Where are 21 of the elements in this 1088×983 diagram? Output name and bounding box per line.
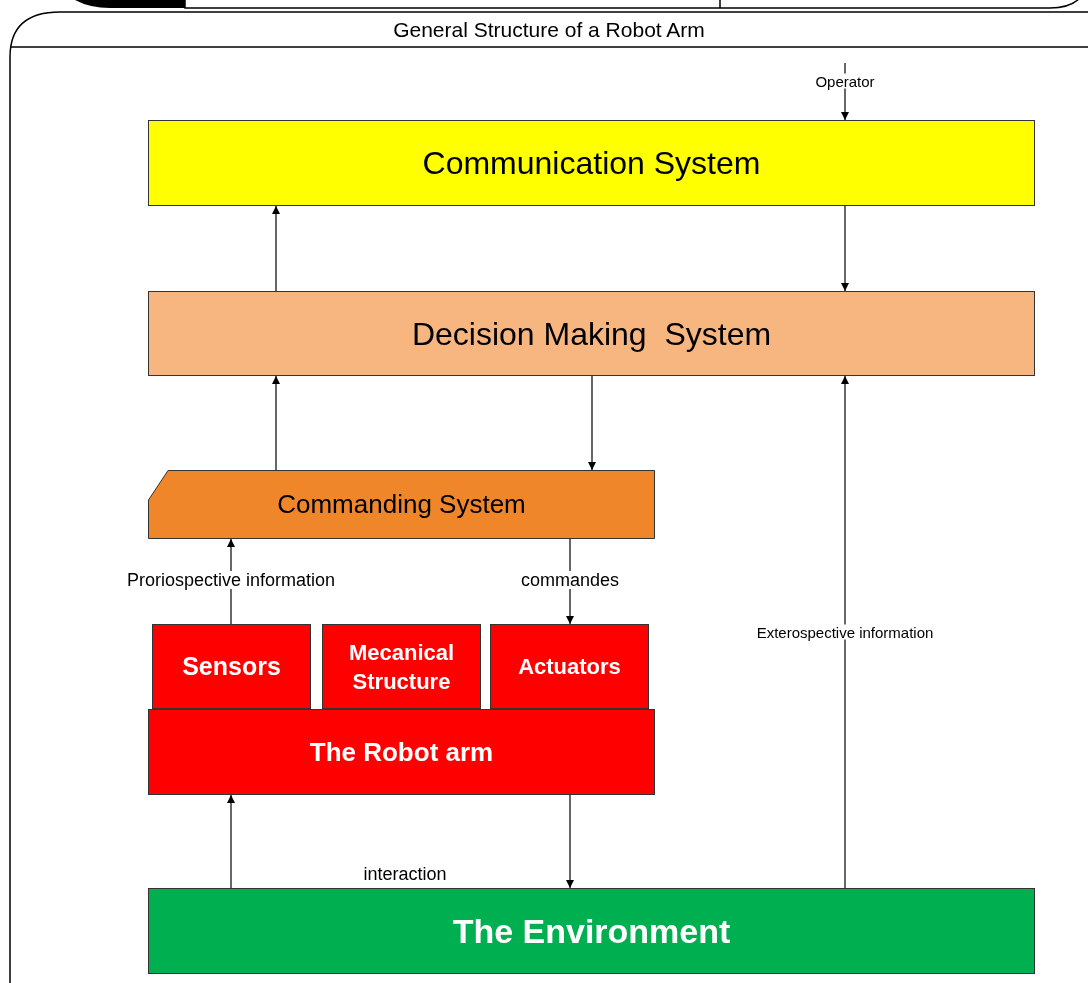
arrow bbox=[841, 205, 849, 292]
system-box: Communication System bbox=[148, 120, 1035, 206]
edge-label: Proriospective information bbox=[126, 571, 336, 589]
arrow bbox=[566, 794, 574, 889]
arrow bbox=[272, 375, 280, 471]
diagram-title: General Structure of a Robot Arm bbox=[392, 17, 706, 43]
interaction-label: interaction bbox=[362, 864, 448, 884]
edge-label: commandes bbox=[521, 571, 619, 589]
arrow bbox=[841, 375, 849, 889]
arrow bbox=[588, 375, 596, 471]
environment-box: The Environment bbox=[148, 888, 1035, 974]
edge-label: Exterospective information bbox=[756, 624, 934, 640]
component-box: Actuators bbox=[490, 624, 649, 709]
arrow bbox=[272, 205, 280, 292]
system-box: Commanding System bbox=[148, 470, 655, 539]
robot-arm-box: The Robot arm bbox=[148, 709, 655, 795]
edge-label: Operator bbox=[815, 73, 875, 89]
component-box: Mecanical Structure bbox=[322, 624, 481, 709]
component-box: Sensors bbox=[152, 624, 311, 709]
system-box: Decision Making System bbox=[148, 291, 1035, 376]
arrow bbox=[227, 794, 235, 889]
